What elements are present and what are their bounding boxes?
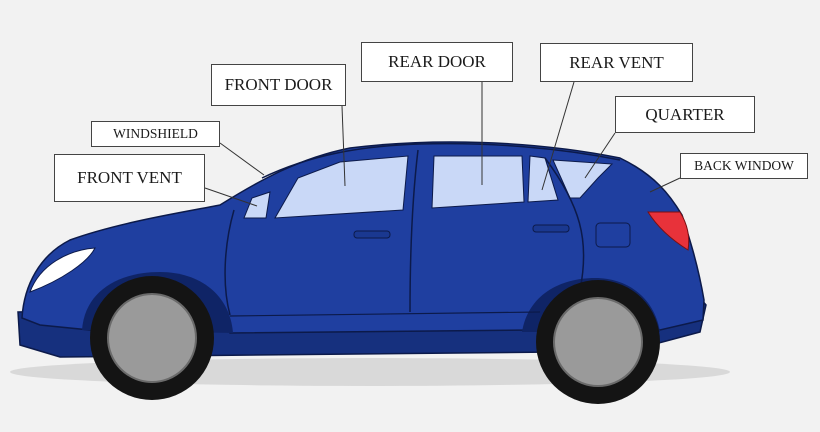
rear-vent-leader [541,81,575,191]
front-door-glass [274,155,409,219]
quarter-leader [584,132,616,179]
rocker-line [229,311,541,317]
front-door-leader [341,105,346,187]
fuel-door [595,222,631,248]
b-pillar-seam [409,149,419,313]
rear-vent-label: REAR VENT [540,43,693,82]
front-door-seam [224,209,235,316]
rear-door-label: REAR DOOR [361,42,513,82]
tail-light [647,211,690,251]
quarter-label: QUARTER [615,96,755,133]
front-door-label: FRONT DOOR [211,64,346,106]
front-wheel [90,276,214,400]
front-vent-glass [243,191,271,219]
front-vent-leader [204,187,258,207]
windshield-leader [219,142,265,176]
rear-door-seam [544,157,585,291]
back-window-label: BACK WINDOW [680,153,808,179]
rear-door-glass [431,155,525,209]
back-window-leader [649,177,681,193]
roof-line [261,142,621,179]
rear-wheel [536,280,660,404]
front-vent-label: FRONT VENT [54,154,205,202]
rear-door-handle [532,224,570,233]
windshield-label: WINDSHIELD [91,121,220,147]
headlight [29,247,96,293]
front-door-handle [353,230,391,239]
